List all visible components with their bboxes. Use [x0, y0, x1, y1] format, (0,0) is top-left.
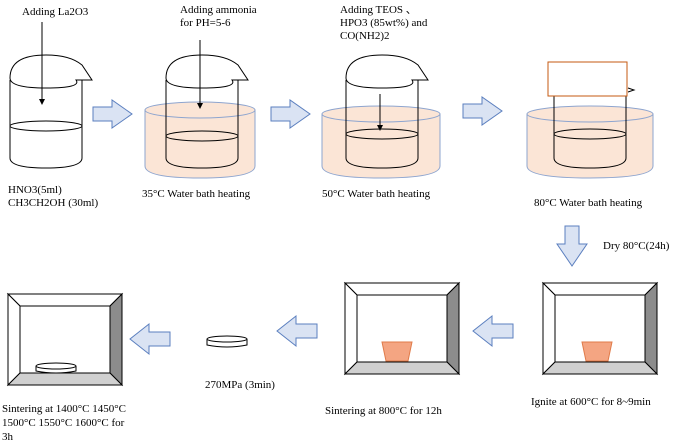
step2-top-line-1: Adding ammonia [180, 4, 257, 16]
right-arrow-2 [270, 99, 311, 129]
step3-bottom-label: 50°C Water bath heating [322, 188, 431, 200]
down-arrow [556, 225, 588, 267]
step3-top-line-2: HPO3 (85wt%) and [340, 17, 428, 29]
right-arrow-3 [462, 96, 503, 126]
dry-label: Dry 80°C(24h) [603, 240, 670, 252]
press-label: 270MPa (3min) [205, 379, 275, 391]
step3-water-bath [321, 105, 441, 179]
step4-bottom-label: 80°C Water bath heating [534, 197, 643, 209]
right-arrow-1 [92, 99, 133, 129]
sintered-pellet [35, 362, 77, 374]
step2-top-line-2: for PH=5-6 [180, 17, 231, 29]
sinter800-label: Sintering at 800°C for 12h [325, 405, 442, 417]
sinterfinal-line-2: 1500°C 1550°C 1600°C for [2, 417, 125, 429]
step4-water-bath [526, 105, 654, 179]
crucible-sinter-800 [381, 341, 413, 362]
ignite-label: Ignite at 600°C for 8~9min [531, 396, 651, 408]
step1-bottom-line-2: CH3CH2OH (30ml) [8, 197, 98, 209]
step3-top-line-1: Adding TEOS 、 [340, 4, 417, 16]
sinterfinal-line-3: 3h [2, 431, 14, 443]
step2-beaker [165, 54, 249, 169]
step2-water-bath [144, 101, 256, 179]
step1-beaker [9, 54, 93, 169]
furnace-sinter-final [6, 292, 124, 387]
step3-top-line-3: CO(NH2)2 [340, 30, 390, 42]
left-arrow-3 [129, 322, 171, 356]
step1-bottom-line-1: HNO3(5ml) [8, 184, 62, 196]
step4-lid [547, 61, 628, 97]
step2-bottom-label: 35°C Water bath heating [142, 188, 251, 200]
crucible-ignite [581, 341, 613, 362]
left-arrow-2 [276, 314, 318, 348]
left-arrow-1 [472, 314, 514, 348]
pressed-pellet [206, 335, 248, 348]
step1-top-label: Adding La2O3 [22, 6, 89, 18]
step4-beaker [553, 87, 636, 169]
sinterfinal-line-1: Sintering at 1400°C 1450°C [2, 403, 126, 415]
